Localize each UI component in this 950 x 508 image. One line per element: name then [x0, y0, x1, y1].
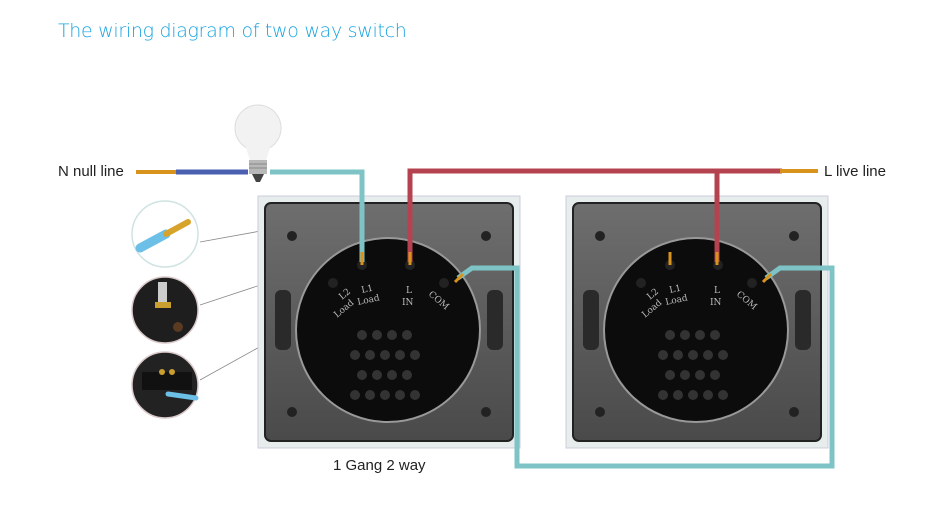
terminal-in: IN	[402, 298, 414, 308]
switch-left: L2 Load L1 Load L IN COM	[257, 195, 521, 449]
wire-insertion-detail-icon	[131, 351, 199, 419]
terminal-l1: L1	[669, 284, 683, 296]
terminal-l1-sub: Load	[357, 293, 381, 308]
diagram-title: The wiring diagram of two way switch	[58, 20, 407, 42]
terminal-l1-sub: Load	[665, 293, 689, 308]
live-wire	[407, 168, 782, 262]
lamp-to-l1-wire	[270, 169, 365, 262]
switch-right: L2 Load L1 Load L IN COM	[565, 195, 829, 449]
detail-callouts	[131, 200, 361, 419]
light-bulb-icon	[234, 104, 282, 182]
terminal-l1: L1	[361, 284, 375, 296]
terminal-in: IN	[710, 298, 722, 308]
stripped-wire-detail-icon	[131, 200, 199, 268]
traveller-wire	[456, 265, 835, 469]
terminal-l: L	[714, 286, 720, 296]
live-line-label: L live line	[824, 163, 886, 180]
caption-label: 1 Gang 2 way	[333, 457, 426, 474]
screw-terminal-detail-icon	[131, 276, 199, 344]
terminal-l: L	[406, 286, 412, 296]
neutral-line-label: N null line	[58, 163, 124, 180]
